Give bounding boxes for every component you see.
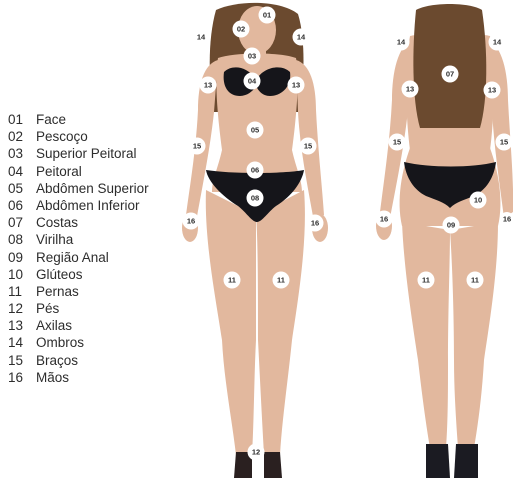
marker-16: 16 (500, 212, 513, 226)
marker-08: 08 (247, 190, 264, 207)
svg-text:14: 14 (197, 33, 206, 42)
marker-04: 04 (244, 73, 261, 90)
marker-09: 09 (443, 217, 460, 234)
marker-11: 11 (224, 272, 241, 289)
marker-13: 13 (200, 77, 217, 94)
marker-06: 06 (247, 162, 264, 179)
svg-text:13: 13 (406, 85, 414, 94)
svg-text:11: 11 (277, 276, 285, 285)
marker-15: 15 (189, 138, 206, 155)
marker-07: 07 (442, 66, 459, 83)
svg-text:01: 01 (263, 11, 271, 20)
marker-14: 14 (489, 34, 506, 51)
marker-15: 15 (389, 134, 406, 151)
marker-16: 16 (183, 213, 200, 230)
svg-text:10: 10 (474, 196, 482, 205)
svg-text:09: 09 (447, 221, 455, 230)
back-left-leg (402, 222, 450, 448)
marker-14: 14 (293, 29, 310, 46)
marker-02: 02 (233, 21, 250, 38)
svg-text:16: 16 (187, 217, 195, 226)
marker-16: 16 (307, 215, 324, 232)
marker-11: 11 (273, 272, 290, 289)
svg-text:15: 15 (193, 142, 201, 151)
marker-03: 03 (244, 48, 261, 65)
svg-text:13: 13 (204, 81, 212, 90)
marker-15: 15 (496, 134, 513, 151)
marker-12: 12 (248, 444, 265, 461)
svg-text:14: 14 (297, 33, 306, 42)
front-left-leg (206, 190, 256, 455)
marker-01: 01 (259, 7, 276, 24)
svg-text:04: 04 (248, 77, 257, 86)
marker-11: 11 (467, 272, 484, 289)
svg-text:15: 15 (393, 138, 401, 147)
svg-text:15: 15 (500, 138, 508, 147)
svg-text:11: 11 (228, 276, 236, 285)
svg-text:11: 11 (422, 276, 430, 285)
svg-text:15: 15 (304, 142, 312, 151)
svg-text:06: 06 (251, 166, 259, 175)
svg-text:11: 11 (471, 276, 479, 285)
back-right-heel (454, 444, 478, 478)
marker-14: 14 (393, 34, 410, 51)
svg-text:14: 14 (493, 38, 502, 47)
svg-text:14: 14 (397, 38, 406, 47)
marker-14: 14 (193, 29, 210, 46)
svg-text:16: 16 (503, 215, 511, 224)
back-left-heel (426, 444, 450, 478)
svg-text:16: 16 (311, 219, 319, 228)
marker-13: 13 (402, 81, 419, 98)
svg-text:08: 08 (251, 194, 259, 203)
svg-text:02: 02 (237, 25, 245, 34)
svg-text:13: 13 (488, 86, 496, 95)
marker-05: 05 (247, 122, 264, 139)
svg-text:07: 07 (446, 70, 454, 79)
marker-10: 10 (470, 192, 487, 209)
front-right-leg (256, 190, 305, 455)
svg-text:13: 13 (292, 81, 300, 90)
marker-13: 13 (484, 82, 501, 99)
marker-16: 16 (376, 211, 393, 228)
svg-text:12: 12 (252, 448, 260, 457)
back-right-leg (450, 222, 498, 448)
svg-text:16: 16 (380, 215, 388, 224)
svg-text:03: 03 (248, 52, 256, 61)
marker-15: 15 (300, 138, 317, 155)
marker-13: 13 (288, 77, 305, 94)
svg-text:05: 05 (251, 126, 259, 135)
marker-11: 11 (418, 272, 435, 289)
front-right-foot (264, 452, 282, 478)
